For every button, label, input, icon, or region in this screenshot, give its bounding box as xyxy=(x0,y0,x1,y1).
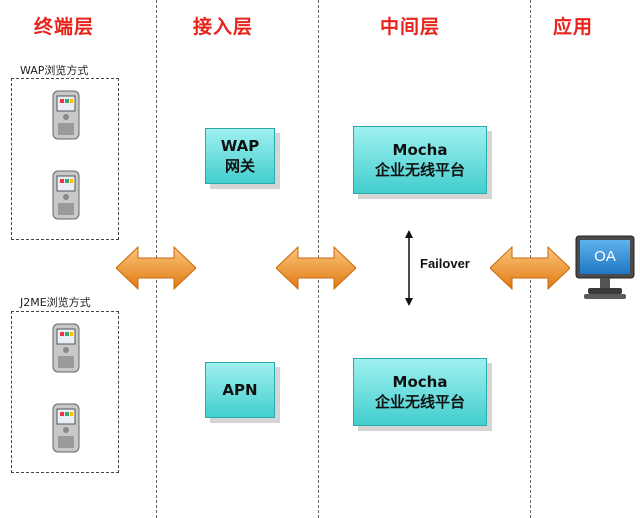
column-title-access: 接入层 xyxy=(193,16,254,38)
oa-computer: OA xyxy=(574,234,636,304)
group-box-j2me xyxy=(11,311,119,473)
column-title-terminal: 终端层 xyxy=(34,16,95,38)
computer-monitor-icon xyxy=(575,235,635,299)
platform-top-name: Mocha xyxy=(392,140,448,159)
column-title-middle: 中间层 xyxy=(380,16,441,38)
group-label-j2me: J2ME浏览方式 xyxy=(20,296,91,309)
wap-gateway-box: WAP 网关 xyxy=(205,128,275,184)
oa-label: OA xyxy=(594,248,616,265)
group-label-wap: WAP浏览方式 xyxy=(20,64,89,77)
platform-bottom-name: Mocha xyxy=(392,372,448,391)
platform-top-subtitle: 企业无线平台 xyxy=(374,161,465,179)
double-arrow-access-middle xyxy=(276,245,356,291)
wap-gateway-line1: WAP xyxy=(220,136,260,155)
apn-label: APN xyxy=(222,380,258,399)
platform-bottom-subtitle: 企业无线平台 xyxy=(374,393,465,411)
mobile-phone-icon xyxy=(52,90,80,140)
mobile-phone-icon xyxy=(52,170,80,220)
mocha-platform-bottom: Mocha 企业无线平台 xyxy=(353,358,487,426)
failover-arrow xyxy=(405,230,413,306)
apn-box: APN xyxy=(205,362,275,418)
failover-label: Failover xyxy=(420,256,470,271)
double-arrow-terminal-access xyxy=(116,245,196,291)
mobile-phone-icon xyxy=(52,323,80,373)
mobile-phone-icon xyxy=(52,403,80,453)
mocha-platform-top: Mocha 企业无线平台 xyxy=(353,126,487,194)
wap-gateway-line2: 网关 xyxy=(224,157,255,175)
group-box-wap xyxy=(11,78,119,240)
column-title-app: 应用 xyxy=(553,16,594,38)
double-arrow-middle-app xyxy=(490,245,570,291)
